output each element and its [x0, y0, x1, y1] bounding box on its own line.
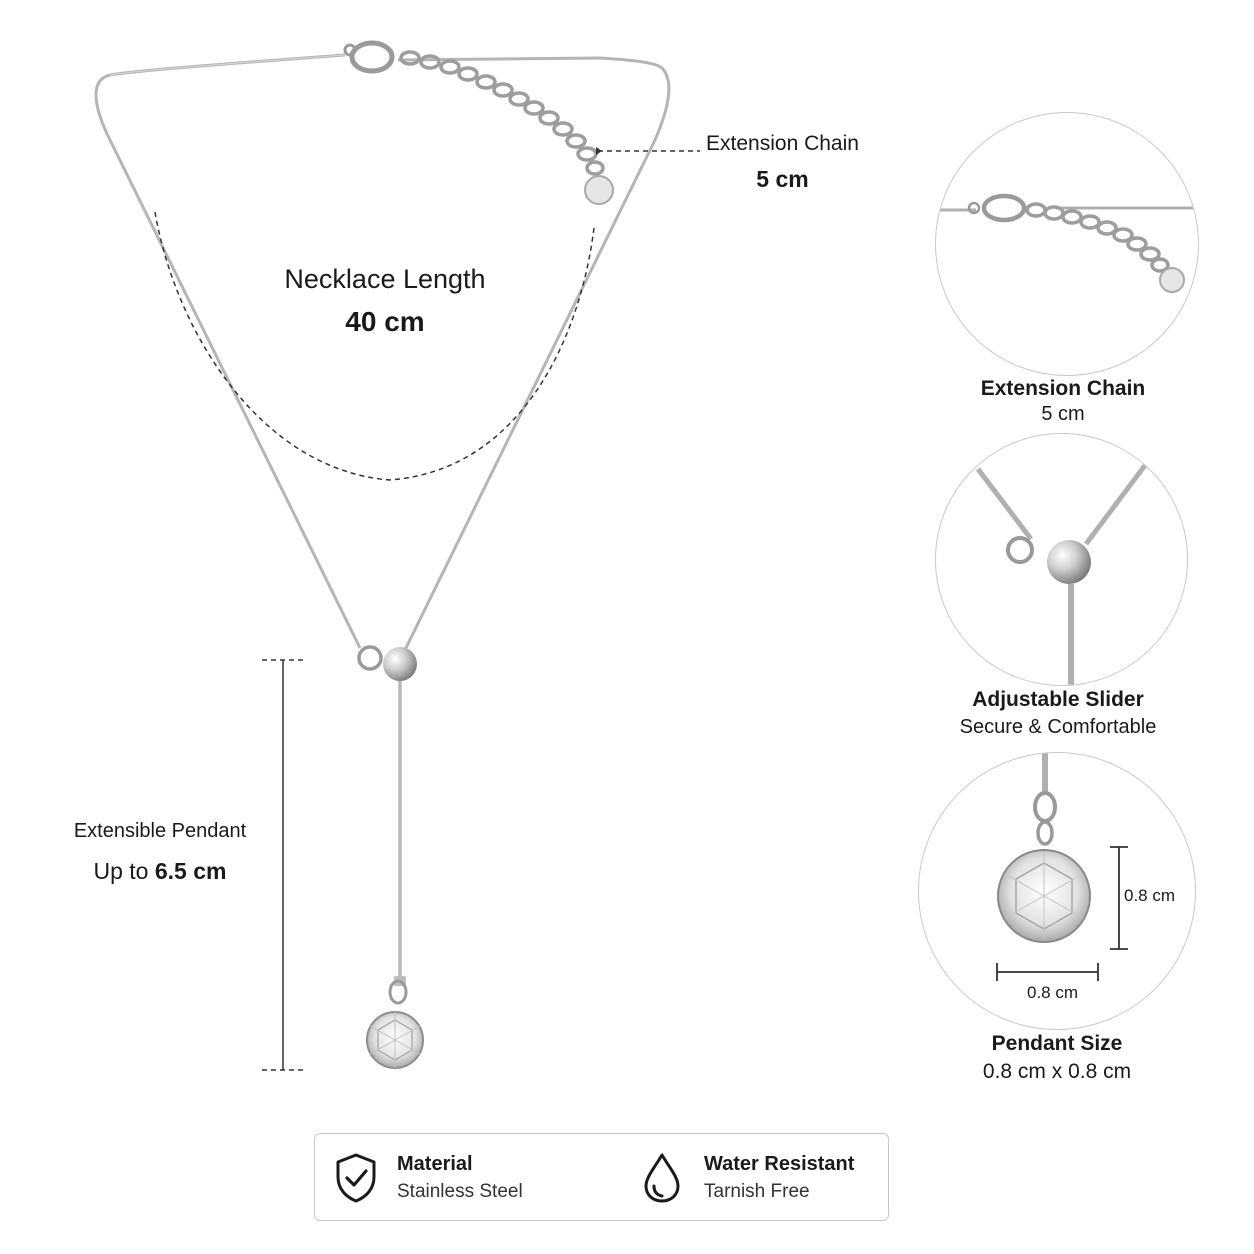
feature-subtitle-water-resistant: Tarnish Free — [704, 1181, 810, 1202]
detail-circle-extension-chain — [935, 112, 1199, 376]
extensible-pendant-value: Up to 6.5 cm — [55, 858, 265, 885]
water-drop-icon — [644, 1153, 680, 1203]
pendant-closeup — [996, 753, 1128, 981]
shield-check-icon — [336, 1153, 376, 1203]
feature-title-water-resistant: Water Resistant — [704, 1153, 855, 1175]
feature-subtitle-material: Stainless Steel — [397, 1181, 523, 1202]
pendant-value: 6.5 cm — [154, 858, 227, 884]
extension-chain-value: 5 cm — [756, 166, 809, 192]
detail-title-pendant-size: Pendant Size — [991, 1032, 1123, 1055]
detail-title-extension-chain: Extension Chain — [980, 377, 1146, 400]
detail-title-adjustable-slider: Adjustable Slider — [972, 688, 1144, 711]
pendant-length-dimension — [262, 659, 305, 1071]
necklace-length-value: 40 cm — [345, 306, 425, 337]
pendant-bail — [388, 979, 408, 1005]
slider-ring — [357, 645, 383, 671]
slider-closeup — [976, 462, 1148, 685]
necklace-chain — [94, 53, 671, 657]
detail-subtitle-extension-chain: 5 cm — [1041, 403, 1085, 425]
pendant-gem — [366, 1011, 424, 1069]
length-arc — [154, 211, 595, 481]
extension-chain-links — [399, 50, 605, 176]
detail-circle-adjustable-slider — [935, 433, 1188, 686]
feature-badge: Material Stainless Steel Water Resistant… — [314, 1133, 889, 1221]
slider-ball — [383, 647, 417, 681]
detail-subtitle-adjustable-slider: Secure & Comfortable — [959, 716, 1157, 738]
extension-chain-closeup — [936, 193, 1198, 293]
lobster-clasp — [343, 40, 395, 74]
extension-tag — [584, 175, 614, 205]
necklace-length-label: Necklace Length — [284, 264, 486, 294]
pendant-height-label: 0.8 cm — [1124, 886, 1176, 905]
feature-title-material: Material — [397, 1153, 473, 1175]
pendant-width-label: 0.8 cm — [1026, 983, 1079, 1002]
pendant-prefix: Up to — [93, 858, 155, 884]
extensible-pendant-label: Extensible Pendant — [73, 820, 247, 842]
detail-subtitle-pendant-size: 0.8 cm x 0.8 cm — [982, 1060, 1132, 1083]
detail-circle-pendant-size — [918, 752, 1196, 1030]
extension-chain-label: Extension Chain — [706, 132, 859, 155]
